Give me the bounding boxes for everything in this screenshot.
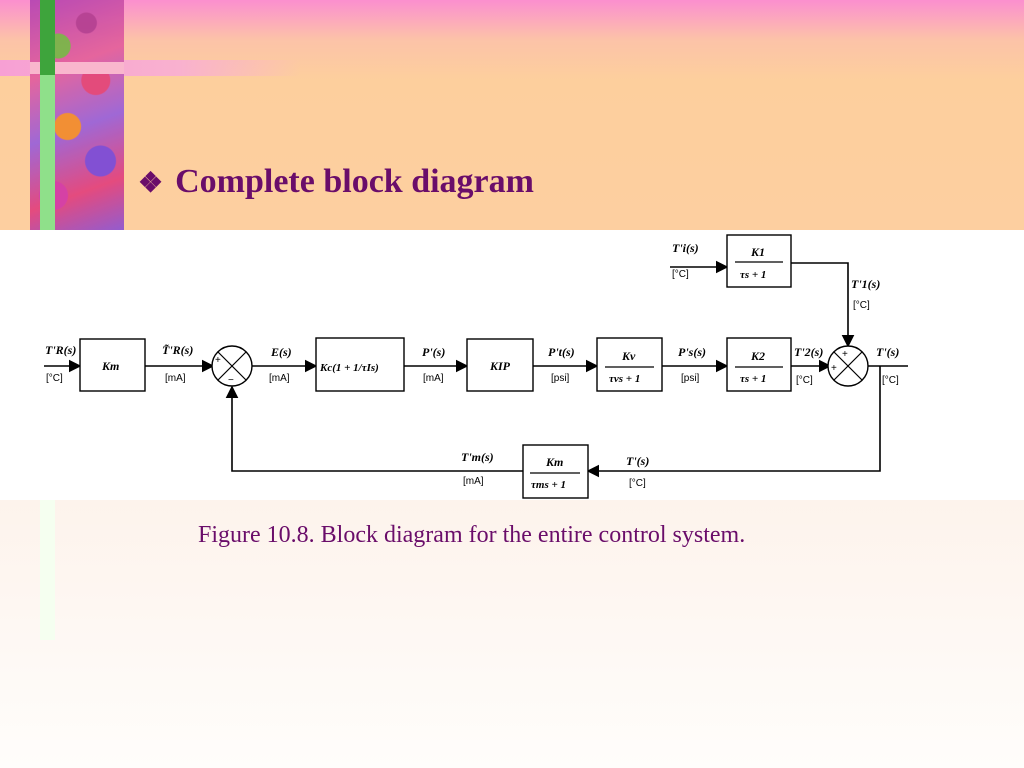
decorative-light-green-bar [40,75,55,230]
measurement-denominator: τms + 1 [531,479,566,491]
transducer-output-unit: [psi] [551,373,570,384]
controller-output-label: P'(s) [422,345,445,359]
diamond-cluster-icon: ❖ [138,168,164,199]
feedback-label: T'(s) [626,454,649,468]
output-unit: [°C] [882,375,899,386]
inlet-temp-label: T'i(s) [672,241,699,255]
block-diagram: + − + + Km Kc(1 + 1/τIs) KIP Kv τvs + 1 … [44,234,908,499]
load-numerator: K1 [750,245,765,259]
ip-gain: KIP [489,359,511,373]
process-denominator: τs + 1 [740,373,766,385]
inlet-temp-unit: [°C] [672,269,689,280]
controller-output-unit: [mA] [423,373,444,384]
figure-caption: Figure 10.8. Block diagram for the entir… [198,522,746,548]
setpoint-ma-label: T̃'R(s) [162,343,193,357]
process-block [726,337,792,392]
plus-sign: + [831,363,837,374]
error-unit: [mA] [269,373,290,384]
transducer-output-label: P't(s) [548,345,575,359]
valve-block [596,337,663,392]
setpoint-unit: [°C] [46,373,63,384]
setpoint-label: T'R(s) [45,343,76,357]
feedback-unit: [°C] [629,478,646,489]
valve-output-unit: [psi] [681,373,700,384]
minus-sign: − [228,375,234,386]
load-output-unit: [°C] [853,300,870,311]
load-output-label: T'1(s) [851,277,880,291]
setpoint-ma-unit: [mA] [165,373,186,384]
measured-label: T'm(s) [461,450,494,464]
sensor-gain: Km [101,359,119,373]
valve-denominator: τvs + 1 [609,373,640,385]
controller-transfer: Kc(1 + 1/τIs) [319,362,379,374]
controller-block [315,337,405,392]
signal-line [586,366,881,478]
process-output-label: T'2(s) [794,345,823,359]
load-block [726,234,792,288]
plus-sign: + [215,355,221,366]
measurement-block [522,444,589,499]
valve-numerator: Kv [621,349,636,363]
decorative-pale-bar [40,500,55,640]
header-band [0,0,1024,230]
sensor-block [79,338,146,392]
signal-line [791,262,855,348]
process-numerator: K2 [750,349,765,363]
error-label: E(s) [270,345,292,359]
load-denominator: τs + 1 [740,269,766,281]
process-output-unit: [°C] [796,375,813,386]
ip-transducer-block [466,338,534,392]
slide-title-text: Complete block diagram [175,163,534,200]
valve-output-label: P's(s) [678,345,706,359]
plus-sign: + [842,349,848,360]
slide-title: ❖ Complete block diagram [138,163,534,201]
output-label: T'(s) [876,345,899,359]
measurement-numerator: Km [545,455,563,469]
signal-line [225,385,523,472]
measured-unit: [mA] [463,476,484,487]
